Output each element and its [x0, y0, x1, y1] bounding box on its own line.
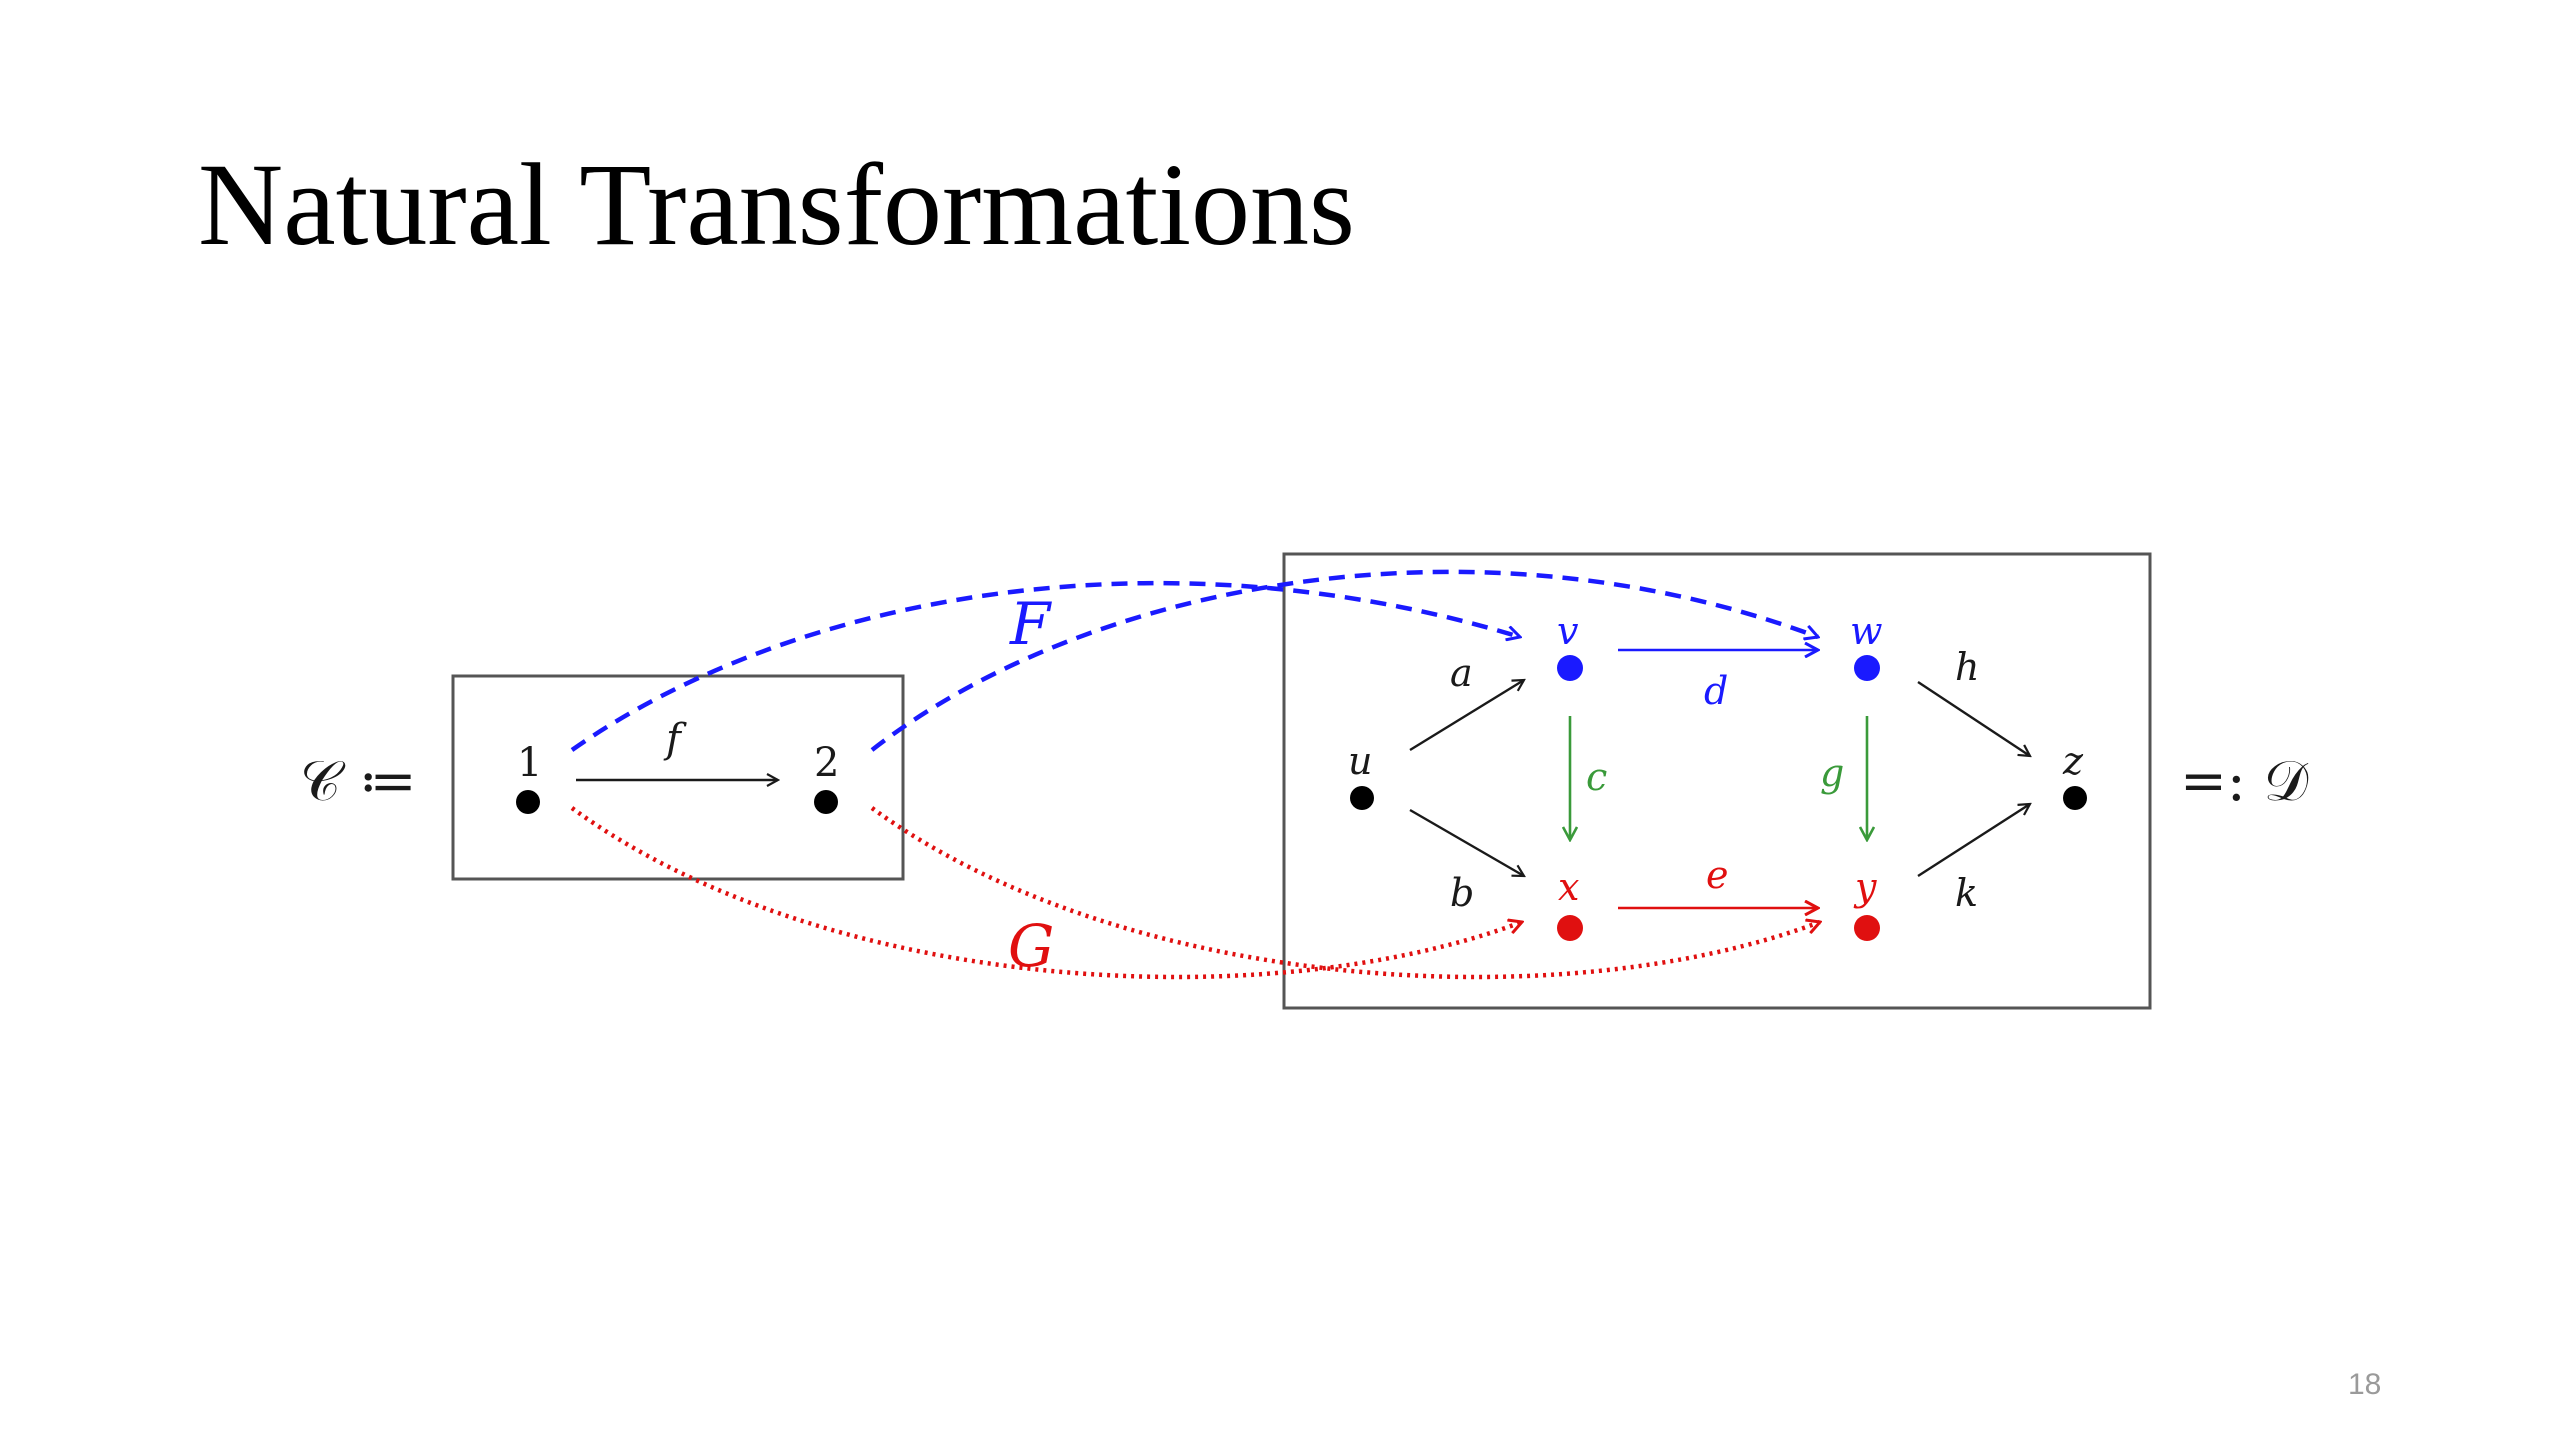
- object-v-dot: [1557, 655, 1583, 681]
- category-d-label: =: 𝒟: [2180, 749, 2309, 814]
- category-c-box: [451, 674, 905, 881]
- category-d-box: [1282, 552, 2152, 1010]
- morphism-k-label: k: [1955, 871, 1978, 915]
- object-x-label: x: [1558, 865, 1579, 909]
- morphism-d-label: d: [1704, 669, 1728, 713]
- object-w-label: w: [1850, 609, 1883, 653]
- object-1-label: 1: [517, 740, 542, 786]
- morphism-a-arrow: [1409, 680, 1524, 752]
- functor-g-arrow-2-to-y: [870, 806, 1820, 980]
- object-1-dot: [516, 790, 540, 814]
- object-x-dot: [1557, 915, 1583, 941]
- morphism-b-arrow: [1409, 808, 1524, 876]
- object-u-dot: [1350, 786, 1374, 810]
- object-v-label: v: [1557, 609, 1579, 653]
- morphism-a-label: a: [1450, 651, 1473, 695]
- object-2-label: 2: [814, 740, 839, 786]
- morphism-h-label: h: [1955, 645, 1979, 689]
- morphism-c-label: c: [1586, 755, 1607, 799]
- object-z-label: z: [2062, 739, 2084, 783]
- object-w-dot: [1854, 655, 1880, 681]
- object-y-dot: [1854, 915, 1880, 941]
- functor-g-arrow-1-to-x: [570, 806, 1522, 980]
- morphism-h-arrow: [1917, 680, 2030, 756]
- page-number: 18: [2348, 1368, 2382, 1401]
- morphism-k-arrow: [1917, 804, 2030, 878]
- morphism-g-label: g: [1820, 751, 1844, 795]
- object-y-label: y: [1853, 865, 1877, 909]
- object-2-dot: [814, 790, 838, 814]
- object-z-dot: [2063, 786, 2087, 810]
- functor-f-label: F: [1009, 590, 1052, 658]
- morphism-e-label: e: [1706, 853, 1729, 897]
- slide-title: Natural Transformations: [198, 139, 1355, 270]
- category-c-label: 𝒞 ≔: [300, 749, 416, 814]
- morphism-b-label: b: [1450, 871, 1474, 915]
- object-u-label: u: [1348, 739, 1372, 783]
- morphism-f-label: f: [663, 716, 687, 762]
- functor-f-arrow-2-to-w: [870, 569, 1818, 752]
- functor-g-label: G: [1008, 912, 1054, 980]
